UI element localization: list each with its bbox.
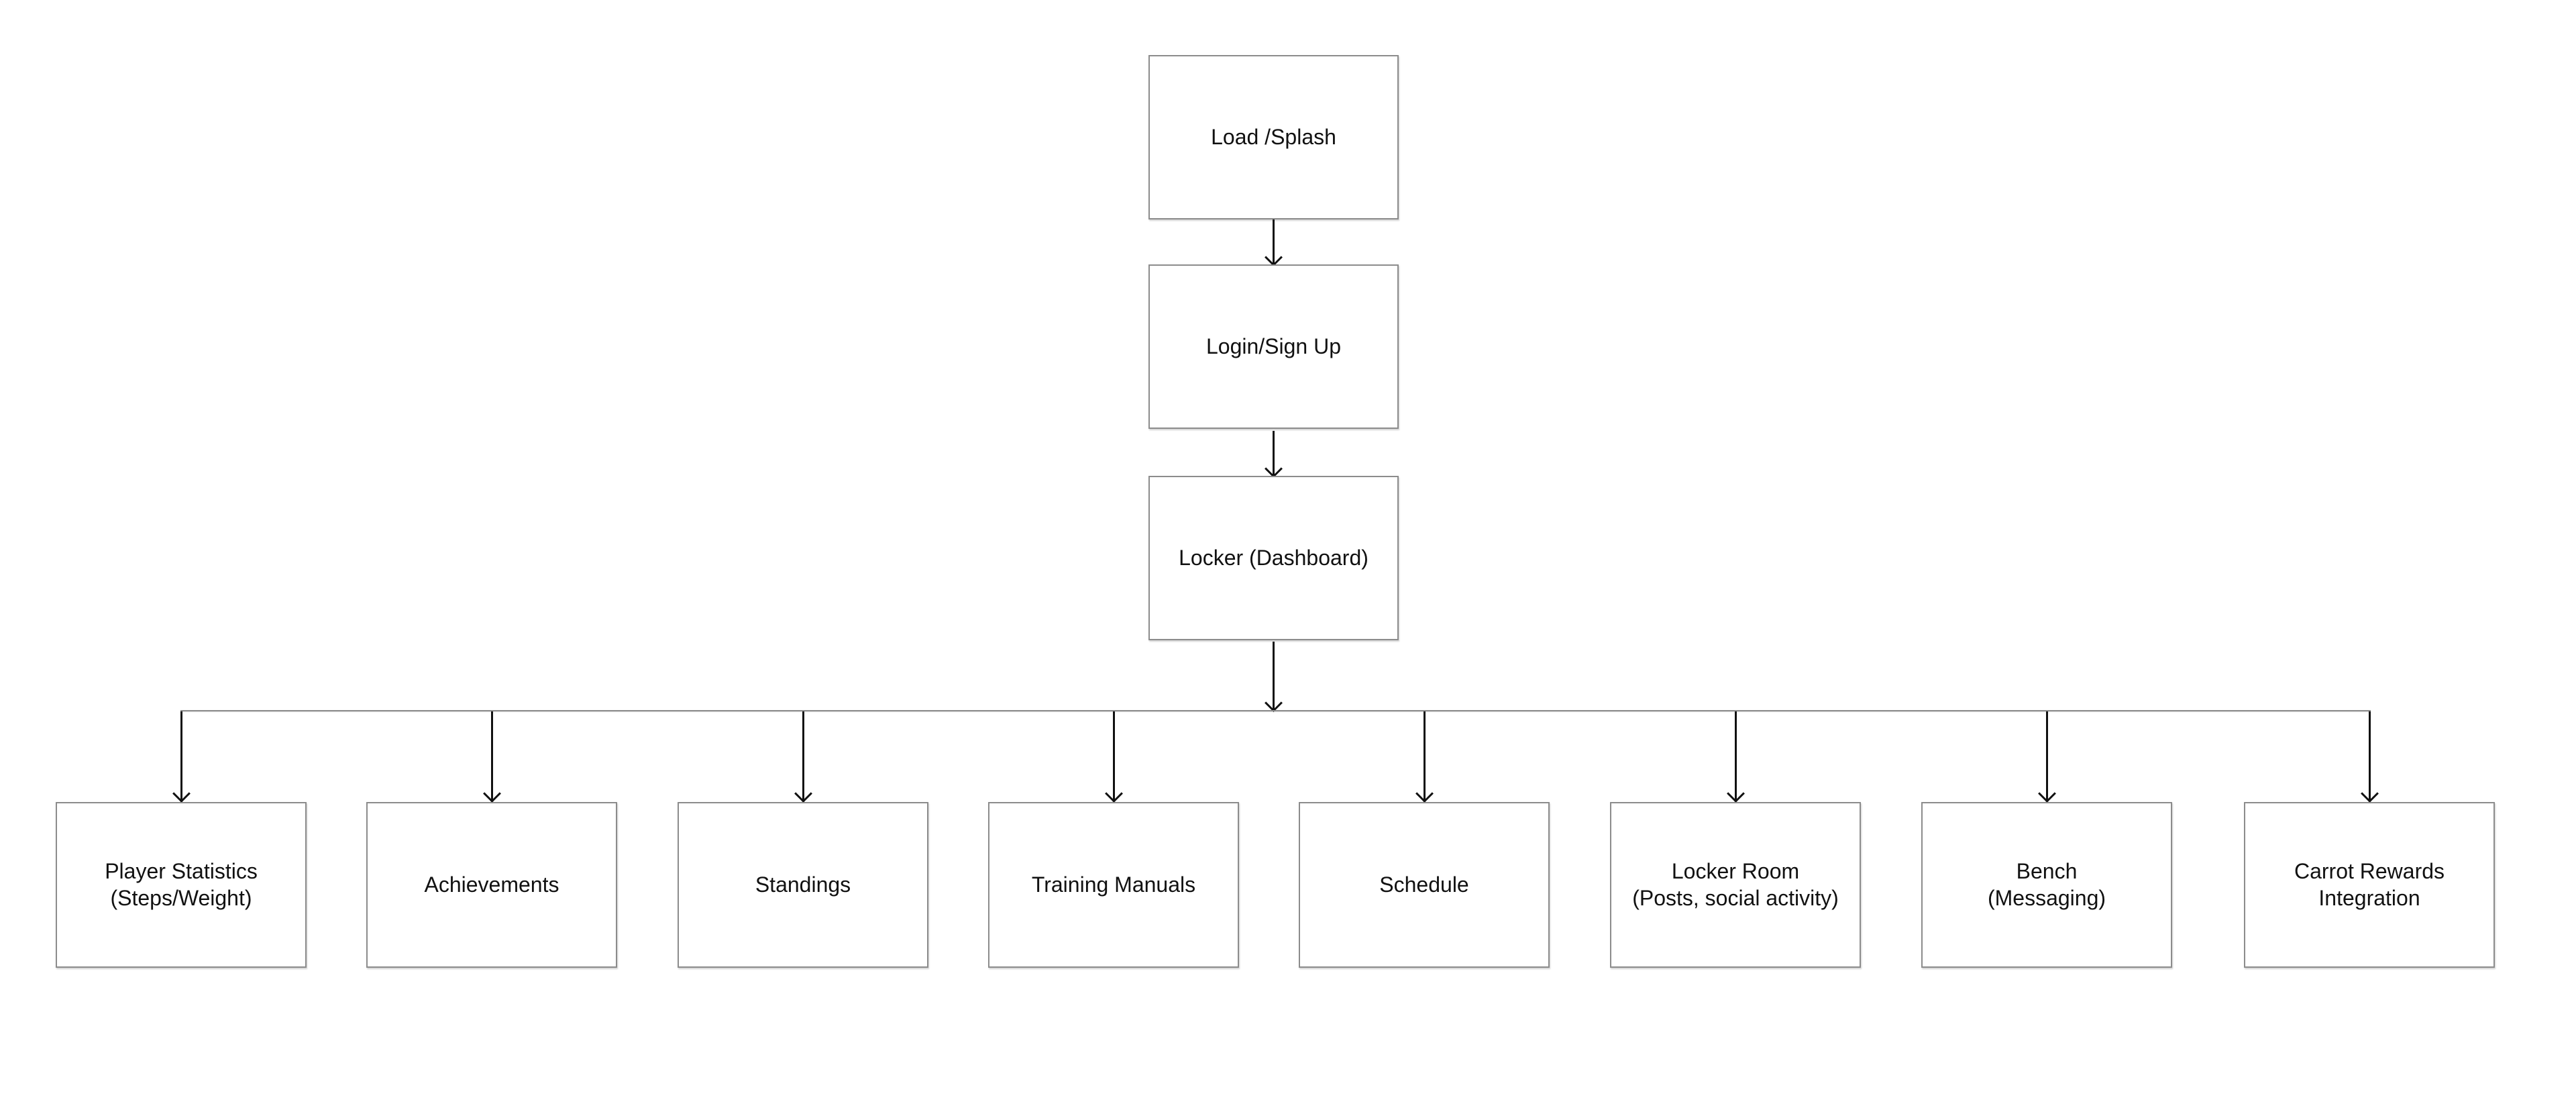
arrow-login-to-locker [1273, 431, 1275, 476]
arrow-bus-to-bench [2046, 711, 2048, 801]
arrow-bus-to-locker-room [1735, 711, 1737, 801]
arrow-load-to-login [1273, 219, 1275, 264]
arrow-bus-to-standings [802, 711, 804, 801]
node-bench[interactable]: Bench (Messaging) [1921, 802, 2172, 968]
node-schedule[interactable]: Schedule [1299, 802, 1550, 968]
node-locker-dashboard[interactable]: Locker (Dashboard) [1148, 476, 1399, 640]
bus-connector-line [180, 710, 2371, 711]
node-login-signup[interactable]: Login/Sign Up [1148, 264, 1399, 429]
arrow-bus-to-schedule [1424, 711, 1426, 801]
node-load-splash[interactable]: Load /Splash [1148, 55, 1399, 219]
node-training-manuals[interactable]: Training Manuals [988, 802, 1239, 968]
arrow-bus-to-player-statistics [180, 711, 182, 801]
node-player-statistics[interactable]: Player Statistics (Steps/Weight) [56, 802, 307, 968]
node-carrot-rewards[interactable]: Carrot Rewards Integration [2244, 802, 2495, 968]
node-standings[interactable]: Standings [678, 802, 928, 968]
node-achievements[interactable]: Achievements [366, 802, 617, 968]
arrow-bus-to-achievements [491, 711, 493, 801]
arrow-bus-to-carrot-rewards [2369, 711, 2371, 801]
arrow-locker-to-bus [1273, 642, 1275, 710]
node-locker-room[interactable]: Locker Room (Posts, social activity) [1610, 802, 1861, 968]
arrow-bus-to-training-manuals [1113, 711, 1115, 801]
